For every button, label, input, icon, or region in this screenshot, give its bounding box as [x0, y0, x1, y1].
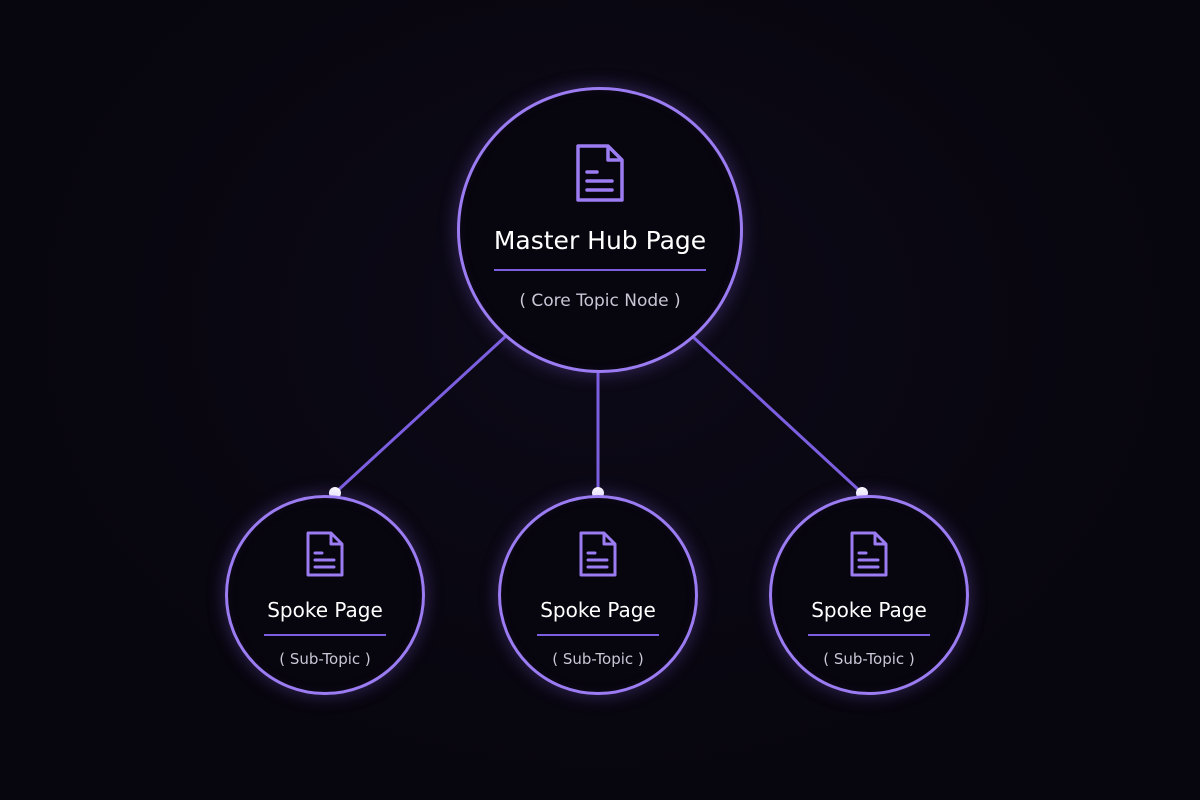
document-icon — [579, 531, 617, 577]
spoke-divider — [537, 634, 659, 636]
hub-divider — [494, 269, 706, 271]
spoke-node-3: Spoke Page ( Sub-Topic ) — [769, 495, 969, 695]
hub-title: Master Hub Page — [493, 226, 707, 255]
connector-line-left — [333, 334, 508, 495]
spoke-title: Spoke Page — [267, 598, 383, 622]
spoke-subtitle: ( Sub-Topic ) — [279, 650, 371, 668]
hub-node: Master Hub Page ( Core Topic Node ) — [457, 87, 743, 373]
spoke-title: Spoke Page — [540, 598, 656, 622]
spoke-divider — [264, 634, 386, 636]
spoke-node-1: Spoke Page ( Sub-Topic ) — [225, 495, 425, 695]
spoke-node-2: Spoke Page ( Sub-Topic ) — [498, 495, 698, 695]
document-icon — [576, 144, 624, 202]
document-icon — [306, 531, 344, 577]
spoke-subtitle: ( Sub-Topic ) — [823, 650, 915, 668]
document-icon — [850, 531, 888, 577]
connector-line-right — [690, 334, 864, 495]
hub-subtitle: ( Core Topic Node ) — [519, 291, 681, 311]
spoke-divider — [808, 634, 930, 636]
spoke-title: Spoke Page — [811, 598, 927, 622]
spoke-subtitle: ( Sub-Topic ) — [552, 650, 644, 668]
